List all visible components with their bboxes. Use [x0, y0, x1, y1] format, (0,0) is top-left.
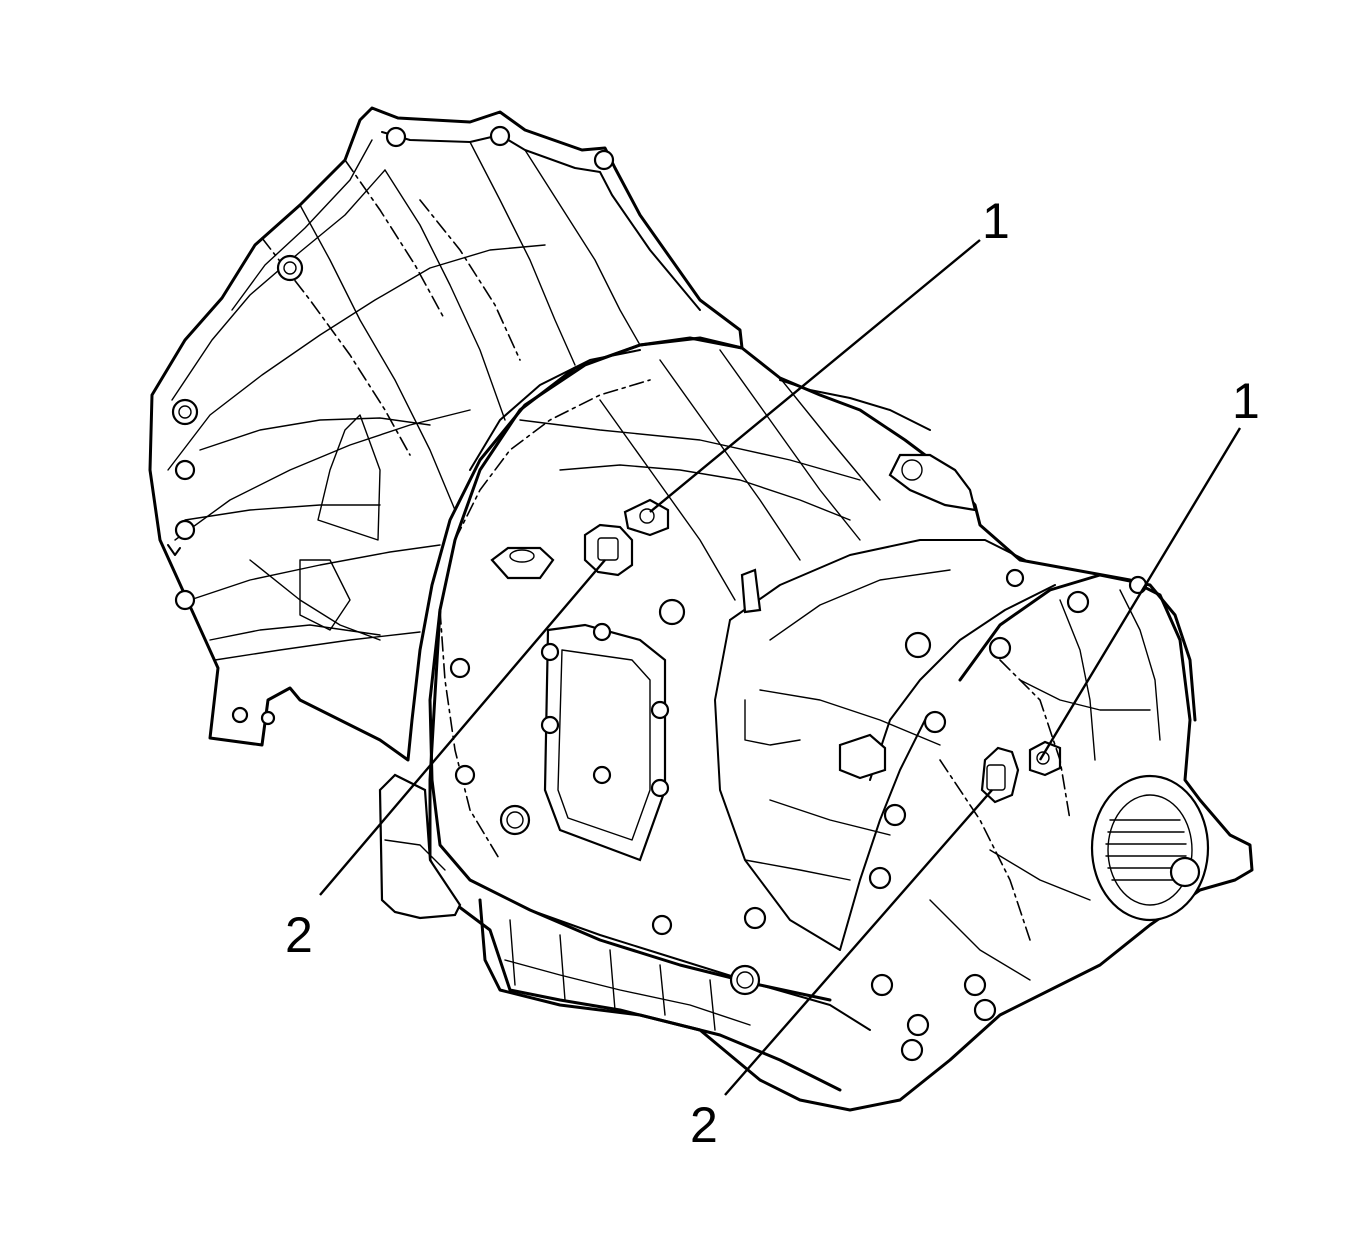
extension-housing: [838, 568, 1210, 1062]
leader-2-bottom: [724, 789, 993, 1096]
callouts: 1 1 2 2: [285, 193, 1260, 1153]
main-case: [428, 336, 1254, 1112]
callout-1-right: 1: [1232, 373, 1260, 429]
leader-lines: [319, 239, 1242, 1096]
callout-1-upper: 1: [982, 193, 1010, 249]
leader-1-upper: [649, 239, 981, 513]
flange-bolts: [868, 590, 1090, 1062]
callout-2-left: 2: [285, 907, 313, 963]
leader-1-right: [1038, 427, 1242, 761]
leader-2-left: [319, 559, 606, 896]
callout-2-bottom: 2: [690, 1097, 718, 1153]
oil-pan: [378, 773, 871, 1092]
bell-housing: [148, 106, 744, 762]
